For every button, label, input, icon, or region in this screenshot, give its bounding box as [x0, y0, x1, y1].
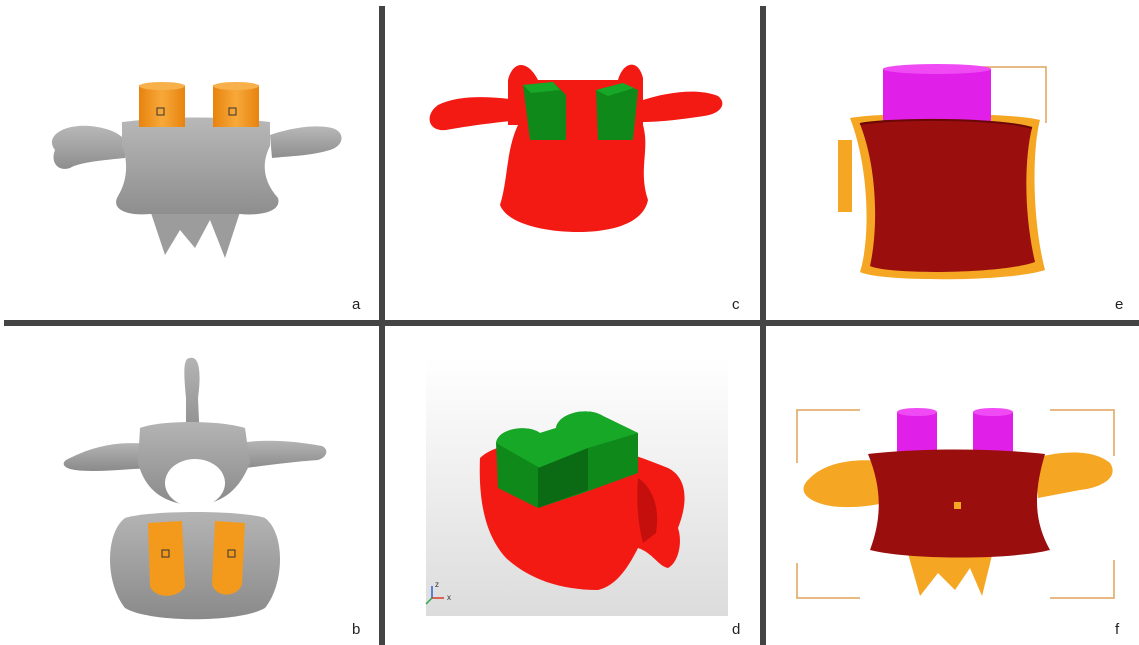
- transverse-process-left: [803, 460, 890, 508]
- axis-x-label: x: [447, 593, 451, 602]
- panel-d: z x d: [388, 328, 760, 645]
- panel-f: f: [770, 328, 1139, 645]
- implant-left: [148, 521, 185, 596]
- vertebra-anterior-gray: [51, 82, 342, 258]
- transverse-process-right: [225, 440, 327, 470]
- implant-right: [212, 521, 245, 595]
- panel-label: d: [732, 621, 741, 638]
- vertebral-body: [500, 125, 648, 232]
- bracket-bottom-left: [796, 563, 860, 599]
- axis-triad-icon: [425, 586, 444, 605]
- divider-horizontal: [4, 320, 1139, 326]
- panel-c: c: [388, 0, 760, 320]
- panel-label: f: [1115, 621, 1120, 638]
- plate-right: [973, 408, 1013, 452]
- panel-label: e: [1115, 296, 1124, 313]
- vertebra-isometric: [425, 358, 728, 616]
- bracket-bottom-right: [1050, 560, 1115, 599]
- implant-left: [139, 82, 185, 127]
- bracket-top-right: [1050, 409, 1115, 456]
- spinal-canal: [165, 459, 225, 507]
- vertebral-body: [110, 512, 280, 620]
- plate-left: [897, 408, 937, 452]
- transverse-process-left: [51, 125, 125, 169]
- panel-label: b: [352, 621, 361, 638]
- cancellous-section: [860, 119, 1035, 272]
- panel-e: e: [770, 0, 1139, 320]
- vertebra-anterior-section: [796, 408, 1115, 599]
- transverse-process-left: [63, 443, 163, 471]
- transverse-process-right: [270, 126, 342, 158]
- vertebra-superior-gray: [63, 357, 327, 620]
- vertebral-body: [116, 117, 279, 215]
- transverse-process-right: [1035, 452, 1113, 498]
- spinous-process: [150, 210, 240, 258]
- implant-right: [213, 82, 259, 127]
- vertebra-lateral-section: [838, 64, 1047, 280]
- implant-left: [523, 82, 566, 140]
- panel-label: a: [352, 296, 361, 313]
- panel-label: c: [732, 296, 740, 313]
- bracket-top-left: [796, 409, 860, 463]
- axis-z-label: z: [435, 580, 439, 589]
- panel-a: a: [0, 0, 378, 320]
- implant-block: [496, 411, 638, 508]
- center-marker: [954, 502, 961, 509]
- vertebra-anterior-mesh: [429, 64, 723, 232]
- panel-b: b: [0, 328, 378, 645]
- spinous-process: [184, 357, 200, 443]
- implant-right: [596, 83, 638, 140]
- transverse-process-left: [429, 97, 523, 131]
- transverse-process-right: [643, 91, 723, 122]
